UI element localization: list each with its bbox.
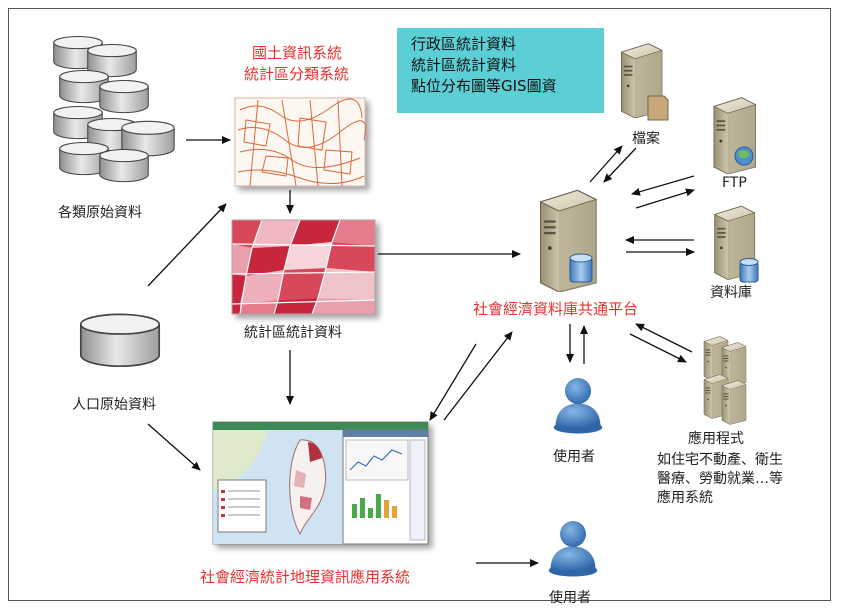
diagram-frame bbox=[8, 8, 831, 601]
user-label-1: 使用者 bbox=[553, 449, 595, 465]
gis-application-label: 社會經濟統計地理資訊應用系統 bbox=[200, 568, 411, 586]
archive-label: 檔案 bbox=[632, 131, 660, 147]
info-line: 點位分布圖等GIS圖資 bbox=[411, 77, 557, 95]
database-server-icon bbox=[714, 205, 759, 283]
user-icon-2 bbox=[548, 521, 598, 577]
land-parcel-map-icon bbox=[234, 97, 366, 187]
user-icon-1 bbox=[553, 378, 603, 434]
database-label: 資料庫 bbox=[710, 285, 752, 301]
statistic-area-map-icon bbox=[231, 219, 376, 315]
user-label-2: 使用者 bbox=[549, 590, 591, 606]
population-raw-data-label: 人口原始資料 bbox=[72, 397, 156, 413]
land-system-subtitle: 統計區分類系統 bbox=[244, 65, 350, 83]
application-servers-icon bbox=[703, 336, 747, 425]
ftp-server-icon bbox=[713, 97, 756, 174]
raw-data-database-stack-icon bbox=[53, 35, 175, 183]
flow-arrows bbox=[147, 136, 695, 567]
raw-data-label: 各類原始資料 bbox=[58, 205, 142, 221]
ftp-label: FTP bbox=[722, 175, 747, 191]
platform-label: 社會經濟資料庫共通平台 bbox=[473, 300, 639, 318]
gis-application-screenshot bbox=[212, 421, 429, 545]
statistic-area-data-label: 統計區統計資料 bbox=[244, 325, 342, 341]
population-database-icon bbox=[79, 313, 161, 368]
application-examples-note: 如住宅不動產、衛生 醫療、勞動就業…等 應用系統 bbox=[657, 451, 783, 508]
platform-server-icon bbox=[539, 189, 597, 292]
land-system-title: 國土資訊系統 bbox=[252, 44, 343, 62]
note-line: 應用系統 bbox=[657, 490, 713, 506]
gis-data-info-box: 行政區統計資料 統計區統計資料 點位分布圖等GIS圖資 bbox=[397, 28, 604, 113]
note-line: 如住宅不動產、衛生 bbox=[657, 452, 783, 468]
info-line: 統計區統計資料 bbox=[411, 56, 517, 74]
note-line: 醫療、勞動就業…等 bbox=[657, 471, 783, 487]
archive-server-icon bbox=[620, 43, 669, 121]
info-line: 行政區統計資料 bbox=[411, 35, 517, 53]
application-program-label: 應用程式 bbox=[688, 431, 744, 447]
